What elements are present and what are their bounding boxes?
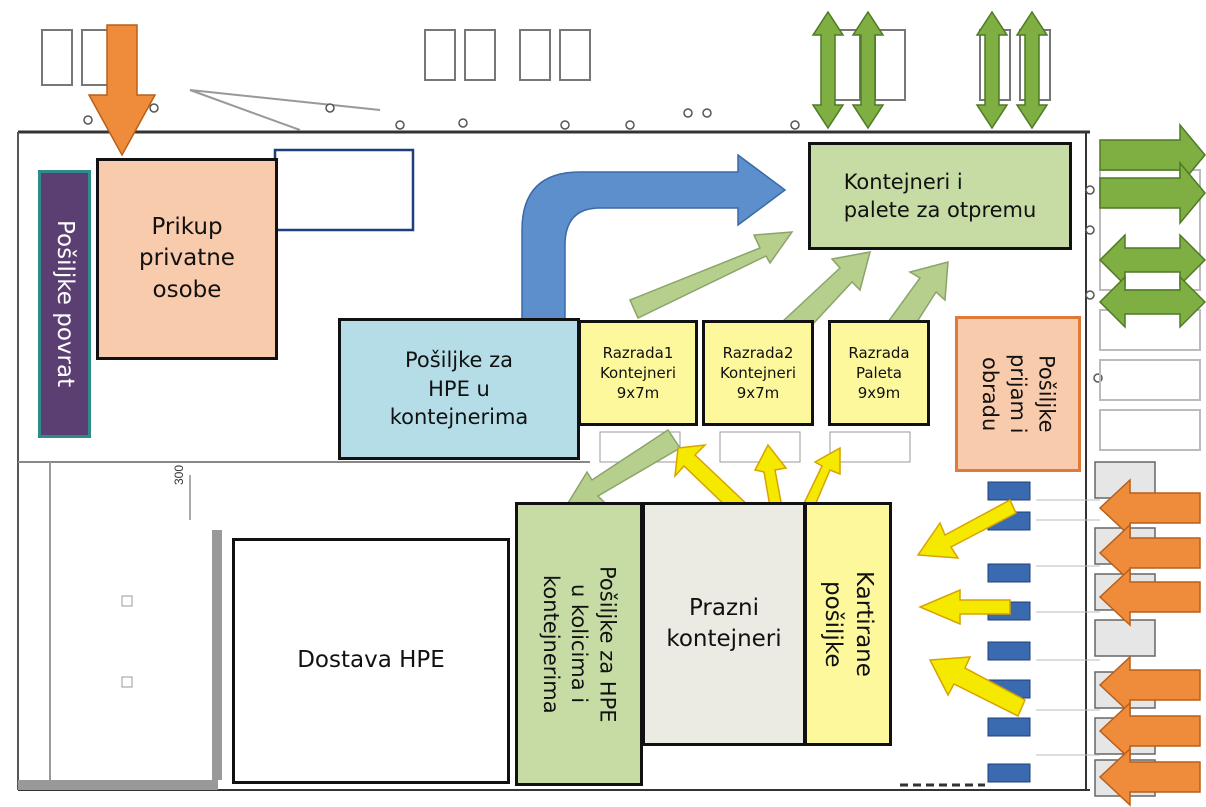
- zone-kolica-label: Pošiljke za HPE u kolicima i kontejnerim…: [538, 565, 620, 723]
- zone-dostava: Dostava HPE: [232, 538, 510, 784]
- zone-posiljke-povrat: Pošiljke povrat: [38, 170, 91, 438]
- zone-kolica: Pošiljke za HPE u kolicima i kontejnerim…: [515, 502, 643, 786]
- dimension-label: 300: [172, 465, 186, 485]
- zone-posiljke-povrat-label: Pošiljke povrat: [52, 220, 79, 388]
- zone-hpe-kontejneri: Pošiljke za HPE u kontejnerima: [338, 318, 580, 460]
- zone-prijem: Pošiljke prijam i obradu: [955, 316, 1081, 472]
- zone-razrada3-label: Razrada Paleta 9x9m: [848, 343, 910, 403]
- zone-dostava-label: Dostava HPE: [297, 647, 445, 674]
- zone-razrada1: Razrada1 Kontejneri 9x7m: [578, 320, 698, 426]
- zone-prazni: Prazni kontejneri: [642, 502, 806, 746]
- zone-razrada1-label: Razrada1 Kontejneri 9x7m: [599, 343, 677, 403]
- zone-otprema-label: Kontejneri i palete za otpremu: [843, 169, 1037, 222]
- zone-razrada3: Razrada Paleta 9x9m: [828, 320, 930, 426]
- zone-kartirane-label: Kartirane pošiljke: [820, 571, 878, 677]
- zone-prikup-label: Prikup privatne osobe: [139, 214, 235, 303]
- green-arrows-right: [1098, 122, 1206, 329]
- zone-prijem-label: Pošiljke prijam i obradu: [977, 354, 1059, 434]
- zone-hpe-kontejneri-label: Pošiljke za HPE u kontejnerima: [389, 348, 529, 430]
- zone-otprema: Kontejneri i palete za otpremu: [808, 142, 1072, 250]
- zone-prikup: Prikup privatne osobe: [96, 158, 278, 360]
- zone-razrada2: Razrada2 Kontejneri 9x7m: [702, 320, 814, 426]
- zone-kartirane: Kartirane pošiljke: [804, 502, 892, 746]
- zone-prazni-label: Prazni kontejneri: [666, 594, 782, 652]
- orange-arrows-left: [1098, 478, 1201, 807]
- light-green-arrows: [563, 231, 949, 509]
- blue-curved-arrow-icon: [521, 153, 787, 323]
- orange-arrow-down-icon: [87, 24, 157, 157]
- zone-razrada2-label: Razrada2 Kontejneri 9x7m: [719, 343, 797, 403]
- green-double-arrows-top: [811, 10, 1049, 130]
